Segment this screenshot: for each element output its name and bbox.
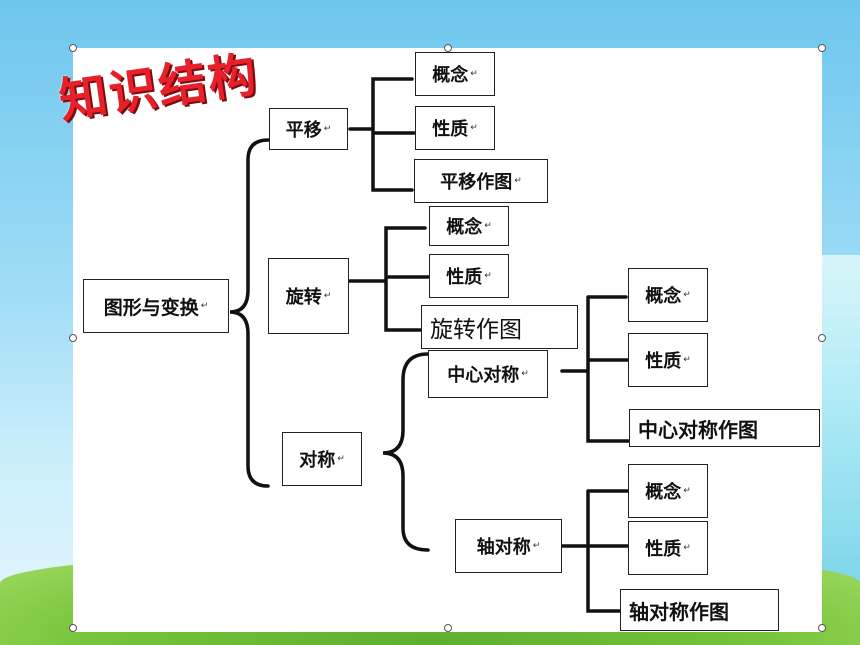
- rotation-bracket: [348, 226, 430, 332]
- node-translation-property-label: 性质: [432, 119, 469, 140]
- node-rotation: 旋转↵: [268, 258, 349, 334]
- resize-handle-tl[interactable]: [69, 44, 77, 52]
- resize-handle-br[interactable]: [818, 624, 826, 632]
- resize-handle-mr[interactable]: [818, 334, 826, 342]
- paragraph-mark-icon: ↵: [521, 369, 529, 379]
- resize-handle-tr[interactable]: [818, 44, 826, 52]
- node-translation-property: 性质↵: [415, 106, 495, 150]
- node-symmetry: 对称↵: [282, 432, 362, 486]
- node-rotation-concept: 概念↵: [429, 206, 509, 246]
- node-translation-drawing-label: 平移作图: [440, 172, 513, 193]
- node-symmetry-label: 对称: [299, 450, 336, 471]
- paragraph-mark-icon: ↵: [337, 454, 345, 464]
- paragraph-mark-icon: ↵: [484, 271, 492, 281]
- symmetry-brace: [382, 352, 430, 552]
- paragraph-mark-icon: ↵: [470, 123, 478, 133]
- node-axial-concept-label: 概念: [645, 482, 682, 503]
- paragraph-mark-icon: ↵: [683, 543, 691, 553]
- node-axial-drawing: 轴对称作图: [620, 589, 779, 631]
- paragraph-mark-icon: ↵: [200, 301, 209, 311]
- paragraph-mark-icon: ↵: [470, 69, 478, 79]
- node-rotation-concept-label: 概念: [446, 217, 483, 238]
- node-axial-symmetry-label: 轴对称: [476, 537, 531, 558]
- node-rotation-property: 性质↵: [429, 254, 509, 298]
- node-translation-concept-label: 概念: [432, 65, 469, 86]
- node-translation-drawing: 平移作图↵: [414, 159, 548, 203]
- paragraph-mark-icon: ↵: [323, 124, 332, 134]
- axial-bracket: [560, 489, 630, 613]
- central-bracket: [560, 295, 630, 443]
- resize-handle-bl[interactable]: [69, 624, 77, 632]
- paragraph-mark-icon: ↵: [323, 291, 332, 301]
- node-axial-property: 性质↵: [628, 521, 708, 575]
- paragraph-mark-icon: ↵: [514, 176, 522, 186]
- node-translation-concept: 概念↵: [415, 52, 495, 96]
- resize-handle-ml[interactable]: [69, 334, 77, 342]
- node-root: 图形与变换↵: [83, 279, 229, 333]
- node-translation: 平移↵: [269, 108, 348, 150]
- node-central-drawing: 中心对称作图: [629, 409, 820, 447]
- resize-handle-bm[interactable]: [444, 624, 452, 632]
- paragraph-mark-icon: ↵: [683, 486, 691, 496]
- node-central-property-label: 性质: [645, 351, 682, 372]
- node-central-symmetry: 中心对称↵: [428, 350, 548, 398]
- root-brace: [229, 138, 270, 488]
- node-axial-drawing-label: 轴对称作图: [629, 599, 729, 624]
- node-central-concept: 概念↵: [628, 268, 708, 322]
- node-root-label: 图形与变换: [103, 296, 199, 319]
- node-translation-label: 平移: [285, 120, 322, 141]
- paragraph-mark-icon: ↵: [532, 541, 541, 551]
- node-rotation-property-label: 性质: [446, 267, 483, 288]
- node-axial-concept: 概念↵: [628, 464, 708, 518]
- node-central-property: 性质↵: [628, 333, 708, 387]
- node-axial-symmetry: 轴对称↵: [455, 519, 562, 573]
- node-central-concept-label: 概念: [645, 286, 682, 307]
- node-rotation-label: 旋转: [285, 287, 322, 308]
- node-central-drawing-label: 中心对称作图: [638, 417, 758, 442]
- paragraph-mark-icon: ↵: [683, 290, 691, 300]
- resize-handle-tm[interactable]: [444, 44, 452, 52]
- paragraph-mark-icon: ↵: [683, 355, 691, 365]
- node-central-symmetry-label: 中心对称: [447, 365, 520, 386]
- translation-bracket: [348, 77, 416, 192]
- node-axial-property-label: 性质: [645, 539, 682, 560]
- node-rotation-drawing: 旋转作图: [421, 305, 578, 349]
- paragraph-mark-icon: ↵: [484, 221, 492, 231]
- node-rotation-drawing-label: 旋转作图: [430, 317, 522, 343]
